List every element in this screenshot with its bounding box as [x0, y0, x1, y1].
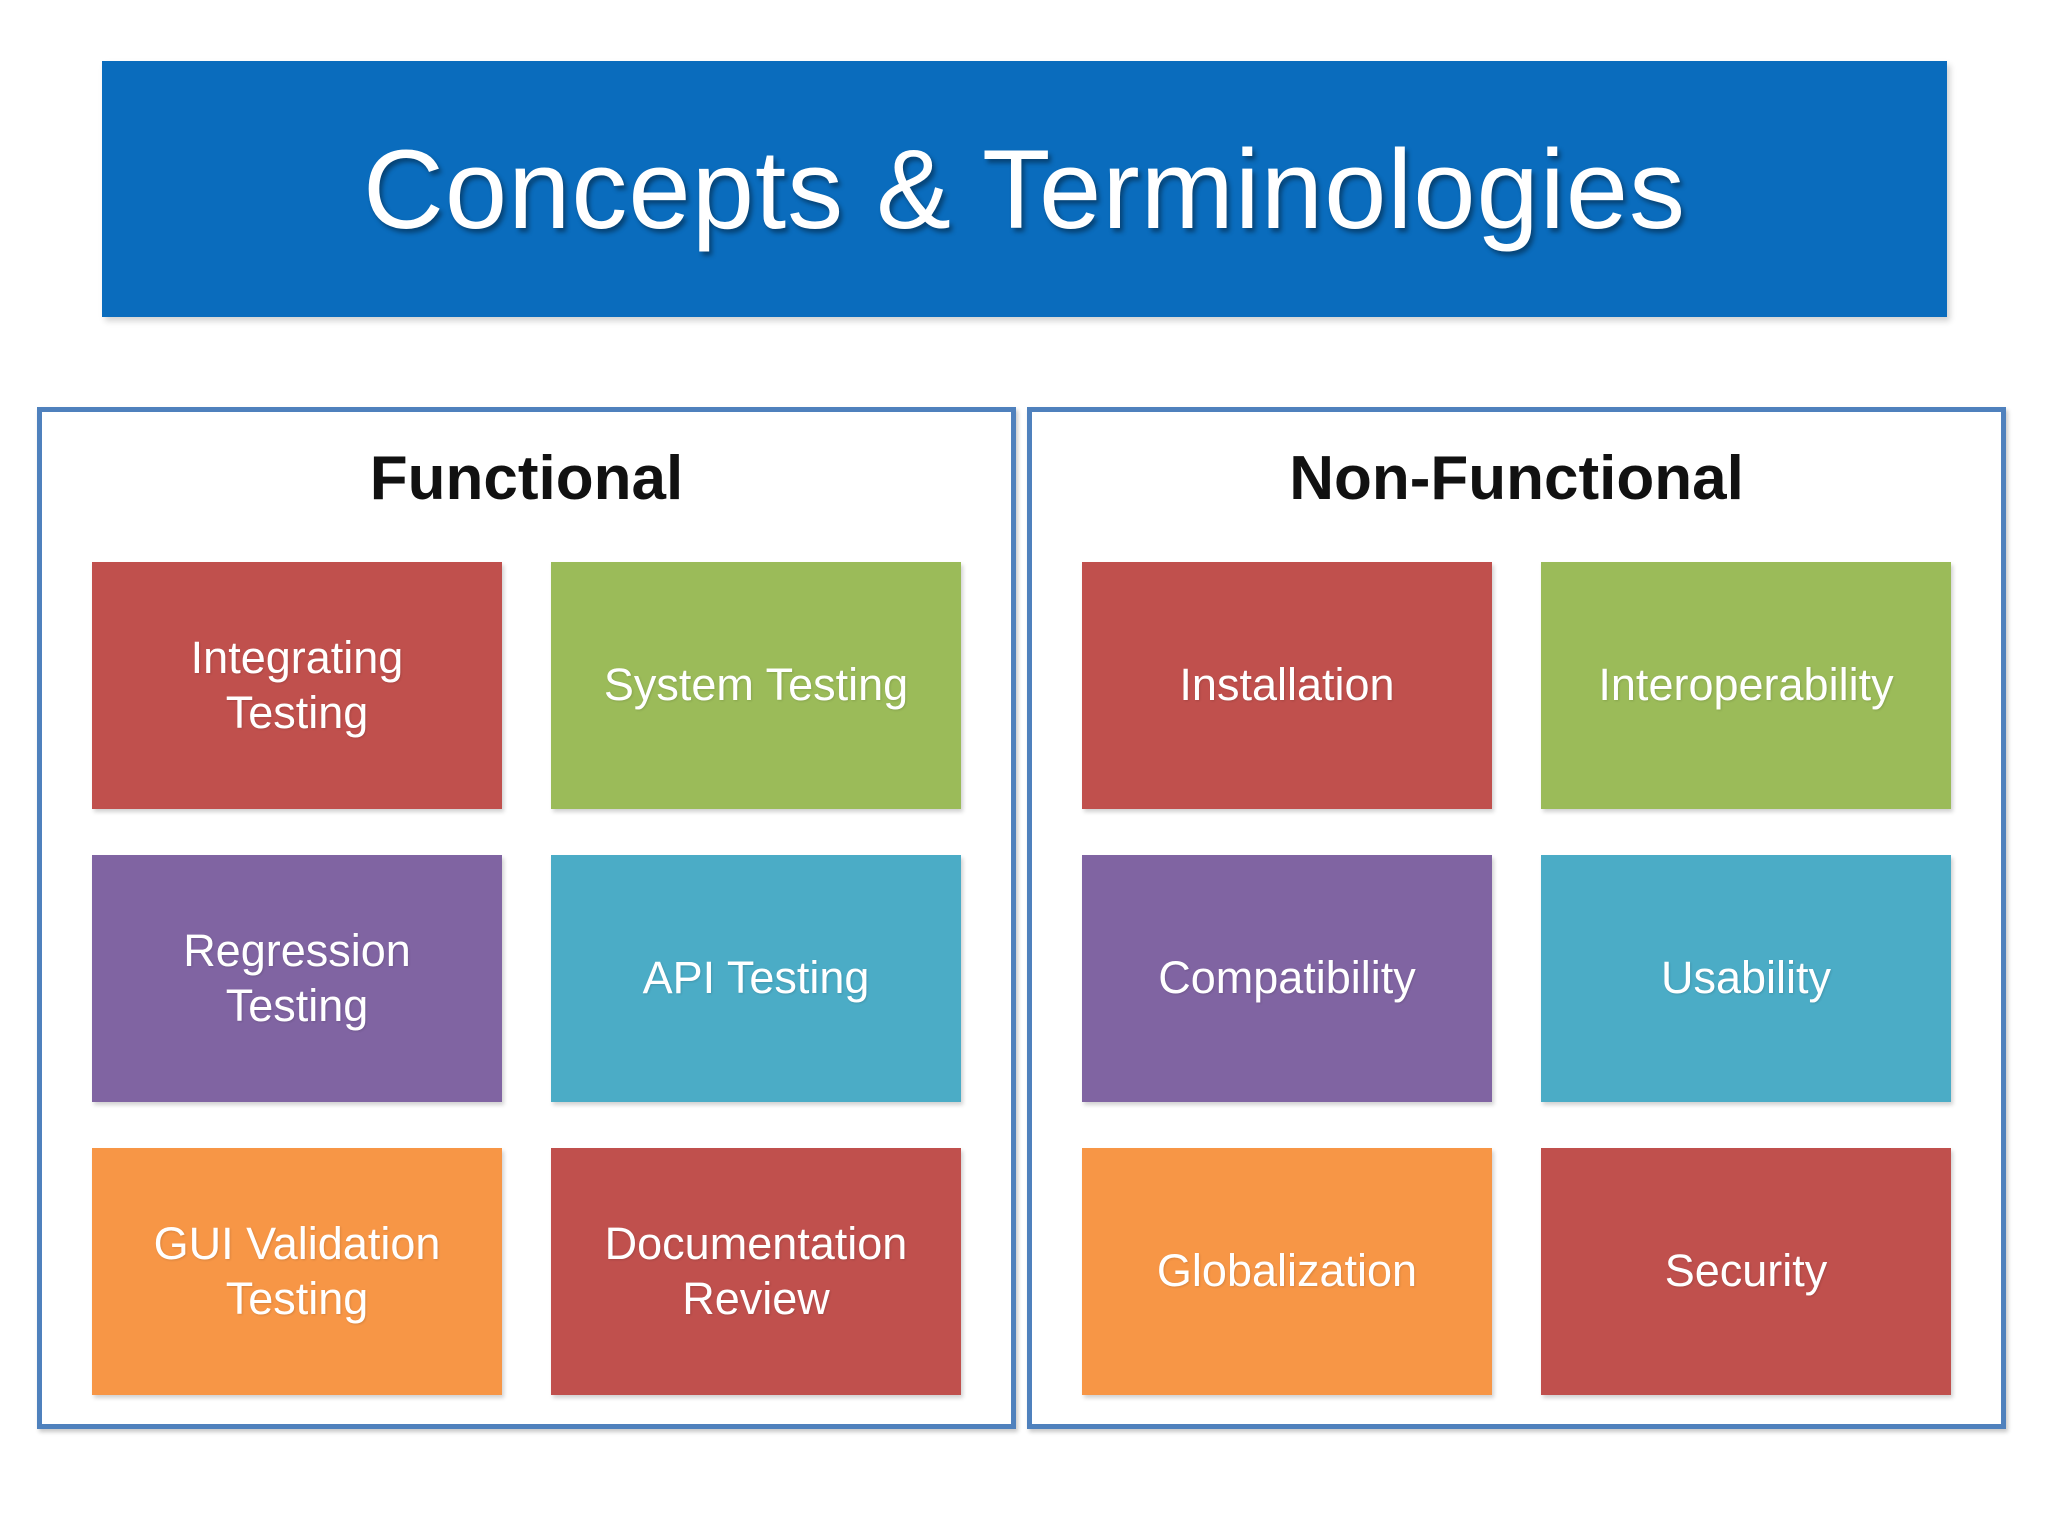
category-box-system-testing: System Testing	[551, 562, 961, 810]
category-box-globalization: Globalization	[1082, 1148, 1492, 1396]
functional-panel-heading: Functional	[369, 444, 684, 513]
category-box-gui-validation-testing: GUI Validation Testing	[92, 1148, 502, 1396]
functional-panel: Functional Integrating Testing System Te…	[37, 407, 1016, 1429]
title-banner: Concepts & Terminologies	[102, 61, 1947, 317]
category-box-usability: Usability	[1541, 855, 1951, 1103]
non-functional-panel-heading: Non-Functional	[1289, 444, 1744, 513]
category-box-installation: Installation	[1082, 562, 1492, 810]
category-box-compatibility: Compatibility	[1082, 855, 1492, 1103]
category-box-documentation-review: Documentation Review	[551, 1148, 961, 1396]
category-box-interoperability: Interoperability	[1541, 562, 1951, 810]
category-box-security: Security	[1541, 1148, 1951, 1396]
category-box-api-testing: API Testing	[551, 855, 961, 1103]
functional-box-grid: Integrating Testing System Testing Regre…	[42, 562, 1011, 1396]
category-box-regression-testing: Regression Testing	[92, 855, 502, 1103]
category-box-integrating-testing: Integrating Testing	[92, 562, 502, 810]
non-functional-panel: Non-Functional Installation Interoperabi…	[1027, 407, 2006, 1429]
slide-title: Concepts & Terminologies	[362, 126, 1687, 252]
non-functional-box-grid: Installation Interoperability Compatibil…	[1032, 562, 2001, 1396]
